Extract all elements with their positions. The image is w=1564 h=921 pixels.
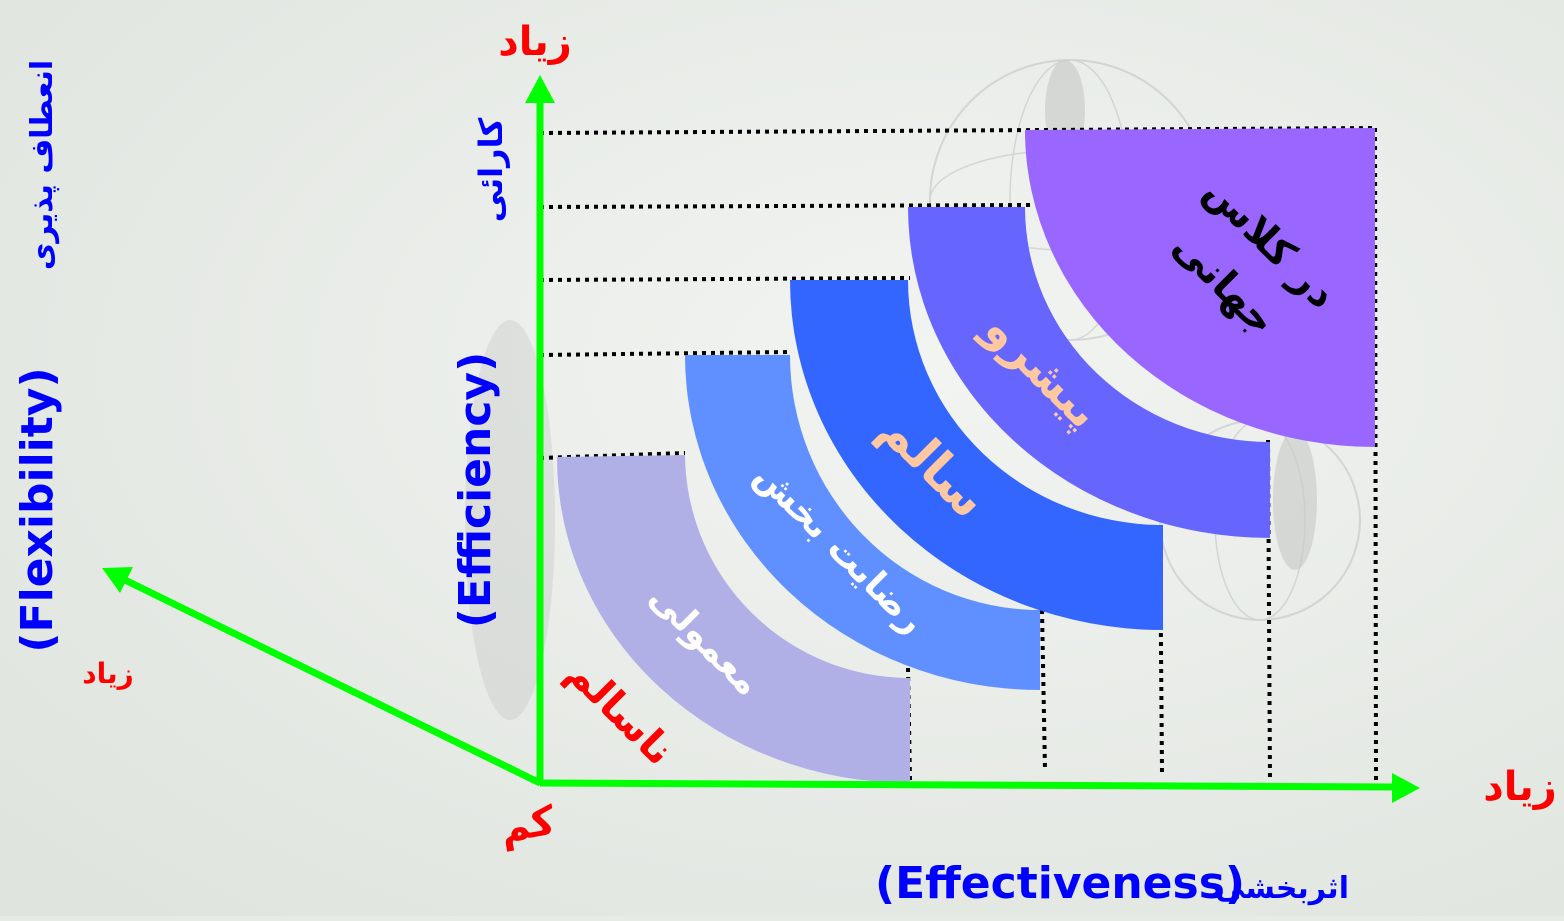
x-axis-title-en: (Effectiveness) bbox=[875, 858, 1245, 909]
flexibility-axis-high-label: زیاد bbox=[82, 657, 134, 690]
x-axis-high-label: زیاد bbox=[1483, 764, 1557, 810]
y-axis-title-en: (Efficiency) bbox=[450, 352, 501, 628]
x-axis-arrowhead bbox=[1392, 773, 1420, 803]
flexibility-axis-title-fa: انعطاف پذیری bbox=[25, 60, 60, 270]
y-axis-high-label: زیاد bbox=[498, 19, 572, 65]
axes bbox=[102, 75, 1420, 803]
flexibility-axis-title: (Flexibility) انعطاف پذیری bbox=[12, 60, 63, 653]
y-axis-title: (Efficiency) کارائی bbox=[450, 117, 510, 628]
band-satisfactory bbox=[685, 355, 1040, 690]
x-axis-line bbox=[539, 779, 1396, 791]
y-axis-title-fa: کارائی bbox=[472, 117, 510, 222]
band-leading bbox=[908, 207, 1270, 538]
guide-h-5 bbox=[539, 451, 686, 460]
maturity-bands bbox=[556, 128, 1375, 784]
origin-low-label: کم bbox=[497, 798, 560, 853]
guide-h-4 bbox=[539, 350, 791, 357]
guide-v-5 bbox=[1373, 127, 1378, 781]
x-axis-title-fa: اثربخشی bbox=[1215, 871, 1349, 906]
flexibility-axis-title-en: (Flexibility) bbox=[12, 367, 63, 652]
y-axis-arrowhead bbox=[525, 75, 555, 103]
guide-h-3 bbox=[539, 276, 911, 282]
flexibility-axis-line bbox=[123, 576, 542, 787]
band-normal bbox=[556, 455, 910, 784]
band-healthy bbox=[790, 280, 1163, 630]
band-world-class bbox=[1025, 128, 1375, 447]
guide-h-2 bbox=[539, 203, 1031, 209]
flexibility-axis-arrowhead bbox=[102, 567, 133, 593]
